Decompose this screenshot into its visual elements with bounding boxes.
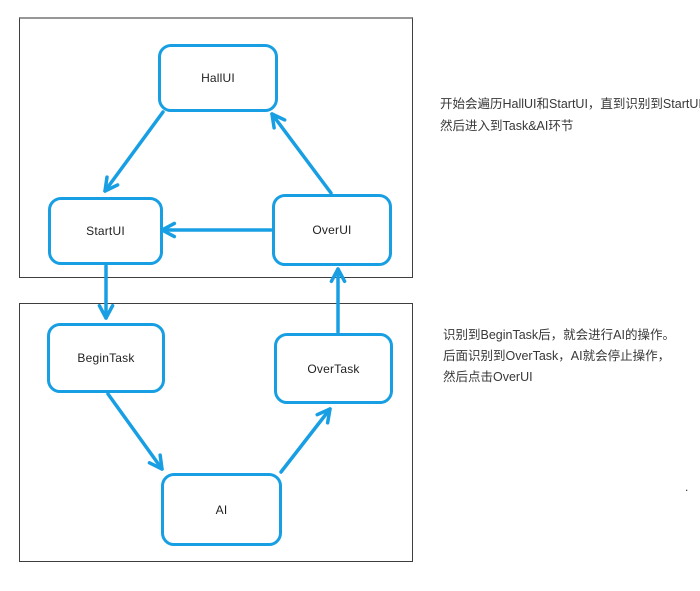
node-hallui: HallUI [158, 44, 278, 112]
annotation-task-ai-loop-line2: 后面识别到OverTask，AI就会停止操作， [443, 349, 671, 363]
node-ai: AI [161, 473, 282, 546]
stray-dot: . [685, 480, 689, 494]
node-begintask: BeginTask [47, 323, 165, 393]
node-overtask: OverTask [274, 333, 393, 404]
ui-loop-group-box [19, 17, 413, 278]
annotation-task-ai-loop-line3: 然后点击OverUI [443, 370, 533, 384]
annotation-ui-loop-line1: 开始会遍历HallUI和StartUI，直到识别到StartUI， [440, 97, 700, 111]
annotation-task-ai-loop-line1: 识别到BeginTask后，就会进行AI的操作。 [443, 328, 675, 342]
annotation-task-ai-loop: 识别到BeginTask后，就会进行AI的操作。 后面识别到OverTask，A… [443, 325, 675, 388]
annotation-ui-loop: 开始会遍历HallUI和StartUI，直到识别到StartUI， 然后进入到T… [440, 93, 700, 137]
node-startui: StartUI [48, 197, 163, 265]
annotation-ui-loop-line2: 然后进入到Task&AI环节 [440, 119, 574, 133]
node-overui: OverUI [272, 194, 392, 266]
task-ai-loop-group-box [19, 303, 413, 562]
